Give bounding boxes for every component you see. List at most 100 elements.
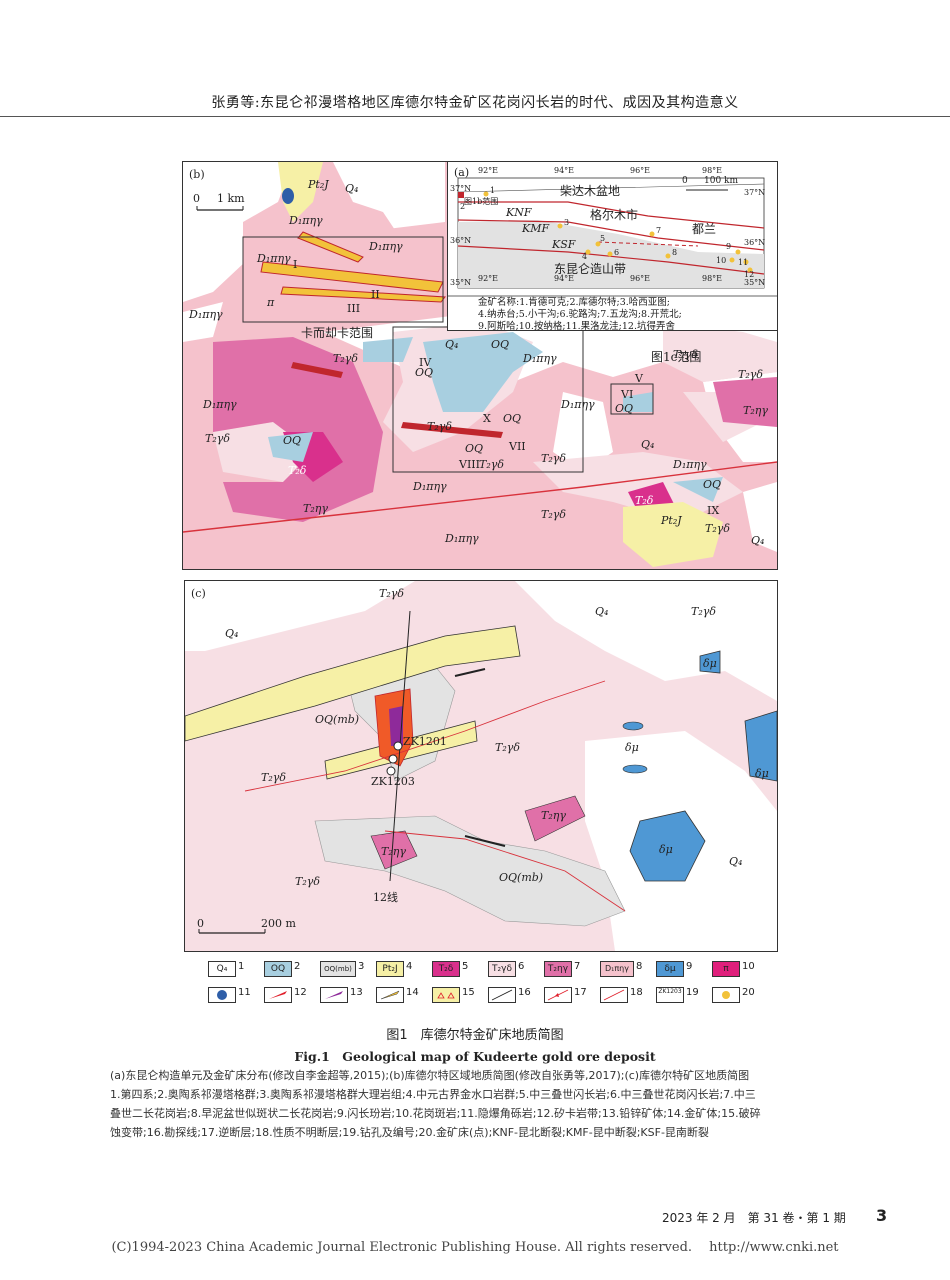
map-b-unit-d1-d: D₁πηγ [189,308,223,321]
legend-num-17: 17 [574,987,587,998]
map-b-fig1c-label: 图1c范围 [651,350,702,364]
map-b-unit-d1-c: D₁πηγ [257,252,291,265]
map-a-dep-4: 4 [582,252,588,261]
map-b-unit-t2ng-b: T₂ηγ [743,404,768,417]
map-b-unit-t2gd-c: T₂γδ [427,420,452,433]
map-c-q4-b: Q₄ [595,605,609,618]
map-a-lat-35r: 35°N [744,278,766,287]
legend-num-19: 19 [686,987,699,998]
map-c-dmu-a: δμ [703,657,717,670]
map-c-q4-a: Q₄ [225,627,239,640]
map-a-lat-37r: 37°N [744,188,766,197]
map-a-fault-kmf: KMF [522,222,550,235]
map-b-unit-oq-f: OQ [615,402,634,415]
map-b-unit-oq-c: OQ [415,366,434,379]
map-a-inset: (a) 92°E 94°E 96°E 98°E 92°E 94°E 96°E 9… [447,162,777,332]
legend-num-6: 6 [518,961,525,972]
map-a-dep-7: 7 [656,226,662,235]
map-c-t2gd-c: T₂γδ [495,741,520,754]
map-b-unit-d1-a: D₁πηγ [289,214,323,227]
map-a-lon-3b: 96°E [630,274,651,283]
map-b-numeral-8: VIII [459,458,480,471]
map-a-dep-11: 11 [738,258,749,267]
map-b-unit-d1-g: D₁πηγ [445,532,479,545]
map-a-fault-ksf: KSF [552,238,576,251]
legend-num-12: 12 [294,987,307,998]
legend-num-15: 15 [462,987,475,998]
map-b-panel-label: (b) [189,168,205,181]
map-c-t2gd-b: T₂γδ [691,605,716,618]
map-c-dmu-d: δμ [659,843,673,856]
map-a-lon-1b: 92°E [478,274,499,283]
map-a-lat-36: 36°N [450,236,472,245]
legend-swatch-16 [488,987,516,1003]
map-b-unit-oq-a: OQ [283,434,302,447]
map-b-unit-t2gd-f: T₂γδ [673,348,698,361]
map-b-numeral-1: I [293,258,298,271]
map-b-unit-q4-d: Q₄ [751,534,765,547]
legend-num-9: 9 [686,961,693,972]
legend-num-3: 3 [358,961,365,972]
map-a-lon-4: 98°E [702,166,723,175]
legend-num-2: 2 [294,961,301,972]
map-a-city2: 都兰 [692,222,717,236]
legend-swatch-5: T₂δ [432,961,460,977]
map-a-deposit-list-3: 9.阿斯哈;10.按纳格;11.果洛龙洼;12.坑得弄舍 [478,321,675,332]
map-c-dmu-c: δμ [755,767,769,780]
map-a-dep-12: 12 [744,270,755,279]
legend-swatch-15 [432,987,460,1003]
legend-swatch-6: T₂γδ [488,961,516,977]
map-a-dep-2: 2 [460,202,466,211]
legend-num-7: 7 [574,961,581,972]
map-b-unit-oq-g: OQ [703,478,722,491]
map-b-unit-d1-f: D₁πηγ [413,480,447,493]
map-c-drill2: ZK1203 [371,775,415,788]
legend-swatch-9: δμ [656,961,684,977]
legend-swatch-20 [712,987,740,1003]
legend-swatch-13 [320,987,348,1003]
copyright: (C)1994-2023 China Academic Journal Elec… [111,1240,839,1255]
map-a-belt: 东昆仑造山带 [554,262,627,276]
map-b-numeral-10: X [483,412,491,425]
map-c-t2ng-a: T₂ηγ [541,809,566,822]
map-c-scale-zero: 0 [197,917,204,930]
caption-line-2: 1.第四系;2.奥陶系祁漫塔格群;3.奥陶系祁漫塔格群大理岩组;4.中元古界金水… [110,1088,756,1101]
map-b-unit-t2gd-h: T₂γδ [541,508,566,521]
map-b-numeral-7: VII [509,440,526,453]
caption-line-3: 叠世二长花岗岩;8.早泥盆世似斑状二长花岗岩;9.闪长玢岩;10.花岗斑岩;11… [110,1107,761,1120]
map-a-dep-1: 1 [490,186,496,195]
map-a-lon-2b: 94°E [554,274,575,283]
map-b-unit-t2gd-g: T₂γδ [738,368,763,381]
map-a-lat-37: 37°N [450,184,472,193]
figure-title-en: Fig.1 Geological map of Kudeerte gold or… [294,1049,656,1064]
legend-swatch-19: ZK1203 [656,987,684,1003]
legend-swatch-3: OQ(mb) [320,961,356,977]
map-b-unit-t2d-b: T₂δ [635,494,654,507]
map-b-unit-d1-b: D₁πηγ [369,240,403,253]
footer-date: 2023 年 2 月 第 31 卷・第 1 期 [662,1211,846,1225]
map-b-unit-oq-e: OQ [465,442,484,455]
map-a-lon-1: 92°E [478,166,499,175]
map-c-line-label: 12线 [373,891,398,904]
map-b-numeral-6: VI [621,388,634,401]
map-b-numeral-2: II [371,288,380,301]
map-b-unit-d1-e: D₁πηγ [203,398,237,411]
legend-num-13: 13 [350,987,363,998]
map-b-unit-t2d-a: T₂δ [288,464,307,477]
map-b-unit-t2gd-a: T₂γδ [333,352,358,365]
map-c-panel-label: (c) [191,587,206,600]
map-c-scale-text: 200 m [261,917,296,930]
map-a-dep-3: 3 [564,218,570,227]
map-b: (b) 0 1 km Q₄ Pt₂J D₁πηγ D₁πηγ D₁πηγ D₁π… [182,161,778,570]
legend-num-18: 18 [630,987,643,998]
map-c-q4-c: Q₄ [729,855,743,868]
map-b-numeral-4: IV [419,356,432,369]
legend-num-14: 14 [406,987,419,998]
figure-title-cn: 图1 库德尔特金矿床地质简图 [386,1028,564,1043]
map-a-deposit-list-1: 金矿名称:1.肯德可克;2.库德尔特;3.哈西亚图; [478,297,670,308]
legend-num-16: 16 [518,987,531,998]
map-a-lon-3: 96°E [630,166,651,175]
map-a-dep-9: 9 [726,242,732,251]
map-a-deposit-list-2: 4.纳赤台;5.小干沟;6.驼路沟;7.五龙沟;8.开荒北; [478,309,682,320]
map-b-numeral-5: V [635,372,643,385]
